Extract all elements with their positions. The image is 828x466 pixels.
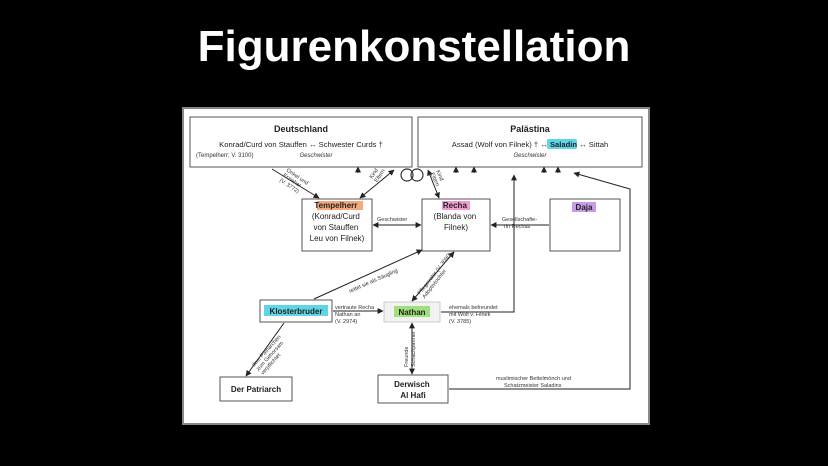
character-diagram: Deutschland Konrad/Curd von Stauffen ↔ S… xyxy=(189,116,643,404)
edge-patriarch xyxy=(245,322,285,377)
edge-rettet xyxy=(313,249,423,300)
diagram-panel: Deutschland Konrad/Curd von Stauffen ↔ S… xyxy=(182,107,650,425)
edge-recha-kind xyxy=(427,169,440,199)
slide-title: Figurenkonstellation xyxy=(197,22,631,71)
label-vertraute: vertraute Recha Nathan an (V. 2974) xyxy=(335,305,376,325)
ring-left-icon xyxy=(400,168,414,182)
region-deutschland-box xyxy=(189,116,413,168)
daja-highlight xyxy=(572,202,596,212)
label-gesellschafterin: Gesellschafte- rin Rechas xyxy=(502,217,539,230)
recha-highlight xyxy=(442,201,470,210)
region-deutschland-line2: (Tempelherr; V. 3100) xyxy=(196,153,253,159)
label-kind-eltern-2: Kind Eltern xyxy=(429,169,446,187)
label-freunde: Freunde Schachpartner xyxy=(404,331,417,367)
edge-befreundet xyxy=(441,174,517,313)
node-daja-box xyxy=(549,198,621,252)
klosterbruder-highlight xyxy=(264,305,328,316)
edge-pflegevater xyxy=(411,251,455,302)
node-recha-text: Recha (Blanda von Filnek) xyxy=(434,201,479,232)
node-klosterbruder-text: Klosterbruder xyxy=(270,307,323,316)
node-patriarch-box xyxy=(219,376,293,402)
region-palaestina-line1: Assad (Wolf von Filnek) † ↔ Saladin ↔ Si… xyxy=(452,140,608,149)
label-kind-eltern-1: Kind Eltern xyxy=(369,165,387,184)
nathan-highlight xyxy=(394,306,430,317)
node-tempelherr-text: Tempelherr (Konrad/Curd von Stauffen Leu… xyxy=(310,201,365,243)
node-daja-text: Daja xyxy=(576,203,593,212)
edge-onkel xyxy=(271,168,320,199)
region-palaestina-box xyxy=(417,116,643,168)
node-patriarch-text: Der Patriarch xyxy=(231,385,281,394)
region-deutschland-line3: Geschwister xyxy=(299,153,333,159)
ring-right-icon xyxy=(410,168,424,182)
label-muslimisch: muslimischer Bettelmönch und Schatzmeist… xyxy=(496,376,572,389)
region-deutschland-heading: Deutschland xyxy=(274,124,328,134)
tempelherr-highlight xyxy=(317,201,363,210)
node-derwisch-box xyxy=(377,374,449,404)
region-palaestina-line2: Geschwister xyxy=(513,153,547,159)
saladin-highlight xyxy=(547,139,577,149)
node-derwisch-text: Derwisch Al Hafi xyxy=(394,380,432,400)
label-pflegevater: Pflegevater (V. 3090) Adoptivtochter xyxy=(417,251,459,300)
region-deutschland-line1: Konrad/Curd von Stauffen ↔ Schwester Cur… xyxy=(219,140,383,149)
edge-tempelherr-kind xyxy=(359,169,395,199)
label-befreundet: ehemals befreundet mit Wolf v. Filnek (V… xyxy=(449,305,499,325)
label-onkel: Onkel und Erzieher (V. 3772) xyxy=(278,168,310,198)
node-recha-box xyxy=(421,198,491,252)
edge-muslimisch xyxy=(449,171,631,390)
region-palaestina-heading: Palästina xyxy=(510,124,551,134)
node-nathan-text: Nathan xyxy=(398,308,425,317)
label-geschwister: Geschwister xyxy=(377,217,407,223)
